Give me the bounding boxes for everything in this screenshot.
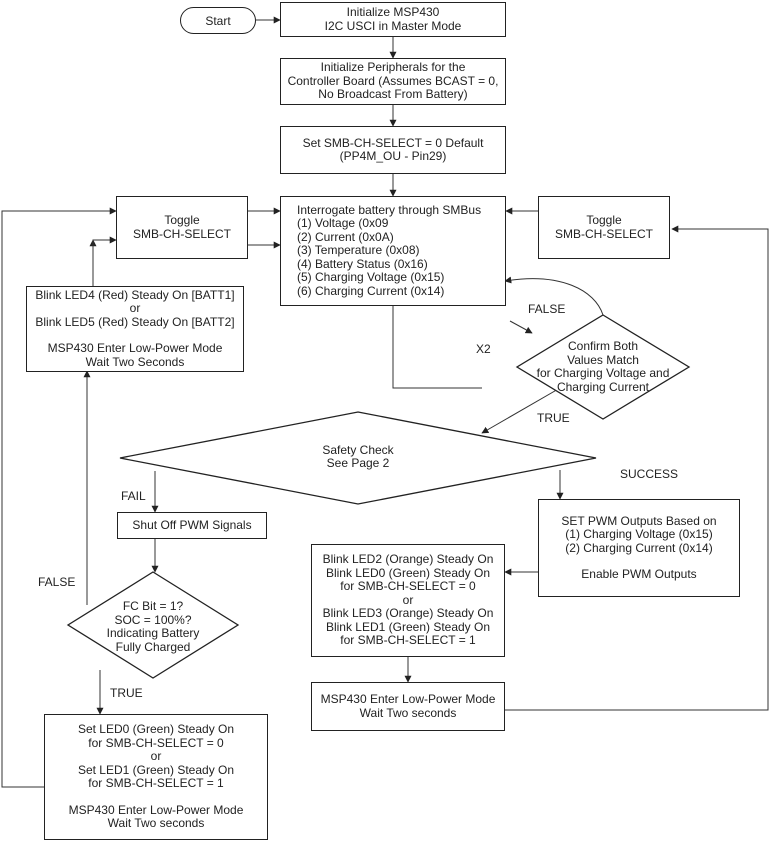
interrogate-line: (5) Charging Voltage (0x15) (297, 270, 445, 285)
label-x2: X2 (476, 342, 491, 356)
blink-orange-line: for SMB-CH-SELECT = 0 (340, 579, 476, 594)
blink-red-line: MSP430 Enter Low-Power Mode (47, 341, 223, 356)
blink-orange-line: for SMB-CH-SELECT = 1 (340, 633, 476, 648)
arrow-green-to-toggleleft (1, 207, 117, 788)
set-led-green-line: Set LED0 (Green) Steady On (77, 722, 235, 737)
label-false-fc: FALSE (38, 575, 76, 589)
set-pwm-line: SET PWM Outputs Based on (561, 513, 717, 528)
arrow-confirm-false-loop (504, 276, 604, 316)
blink-orange-line: Blink LED3 (Orange) Steady On (322, 606, 494, 621)
blink-orange-box: Blink LED2 (Orange) Steady On Blink LED0… (311, 544, 505, 657)
set-led-green-line: for SMB-CH-SELECT = 0 (88, 735, 224, 750)
set-led-green-line: or (150, 749, 162, 764)
low-power-right-line: Wait Two seconds (359, 705, 457, 720)
label-true-fc: TRUE (110, 686, 143, 700)
toggle-left-line: Toggle (164, 213, 200, 227)
blink-orange-line: or (402, 592, 414, 607)
set-led-green-line: for SMB-CH-SELECT = 1 (88, 776, 224, 791)
interrogate-line: (2) Current (0x0A) (297, 229, 394, 244)
safety-line: Safety Check (322, 442, 394, 457)
interrogate-line: (4) Battery Status (0x16) (297, 256, 428, 271)
decision-safety-shape (119, 411, 597, 505)
blink-orange-line: Blink LED1 (Green) Steady On (325, 619, 491, 634)
confirm-line: for Charging Voltage and (536, 366, 670, 380)
set-pwm-line: (2) Charging Current (0x14) (565, 540, 713, 555)
label-fail: FAIL (121, 489, 146, 503)
arrow-confirm-true-to-safety (481, 387, 561, 434)
low-power-right-box: MSP430 Enter Low-Power Mode Wait Two sec… (311, 682, 505, 731)
toggle-right-line: SMB-CH-SELECT (554, 226, 653, 241)
set-led-green-line: Set LED1 (Green) Steady On (77, 762, 235, 777)
decision-safety-text: Safety Check See Page 2 (280, 440, 436, 474)
decision-confirm-shape (515, 314, 691, 420)
set-pwm-line: (1) Charging Voltage (0x15) (565, 527, 713, 541)
decision-fcbit-text: FC Bit = 1? SOC = 100%? Indicating Batte… (83, 597, 223, 657)
blink-red-box: Blink LED4 (Red) Steady On [BATT1] or Bl… (26, 286, 244, 372)
toggle-right-box: Toggle SMB-CH-SELECT (538, 196, 670, 259)
interrogate-box: Interrogate battery through SMBus (1) Vo… (280, 196, 506, 306)
decision-fcbit-shape (66, 571, 240, 679)
confirm-line: Values Match (567, 352, 639, 367)
arrow-x2-to-confirm (509, 320, 533, 334)
blink-orange-line: Blink LED0 (Green) Steady On (325, 565, 491, 580)
set-led-green-line: Wait Two seconds (107, 816, 205, 831)
set-pwm-line: Enable PWM Outputs (581, 567, 697, 581)
interrogate-line: Interrogate battery through SMBus (297, 202, 482, 217)
label-success: SUCCESS (620, 467, 679, 481)
fcbit-line: Fully Charged (115, 639, 191, 654)
confirm-line: Confirm Both (567, 339, 639, 353)
blink-red-line: Wait Two Seconds (85, 354, 185, 369)
set-select-box: Set SMB-CH-SELECT = 0 Default (PP4M_OU -… (280, 126, 506, 174)
interrogate-line: (3) Temperature (0x08) (297, 243, 420, 258)
start-terminal: Start (180, 7, 256, 34)
arrow-lowpower-to-toggleright (505, 225, 769, 711)
interrogate-line: (6) Charging Current (0x14) (297, 283, 445, 298)
toggle-left-box: Toggle SMB-CH-SELECT (116, 196, 248, 259)
safety-line: See Page 2 (326, 456, 390, 470)
toggle-right-line: Toggle (586, 213, 622, 227)
blink-red-line: or (129, 301, 141, 316)
init-periph-box: Initialize Peripherals for the Controlle… (280, 58, 506, 105)
set-led-green-line: MSP430 Enter Low-Power Mode (68, 802, 244, 817)
blink-red-line: Blink LED4 (Red) Steady On [BATT1] (35, 287, 235, 302)
fcbit-line: Indicating Battery (106, 626, 200, 640)
fcbit-line: FC Bit = 1? (122, 599, 184, 613)
blink-red-line: Blink LED5 (Red) Steady On [BATT2] (35, 314, 235, 329)
init-msp-line: I2C USCI in Master Mode (324, 18, 462, 33)
shut-off-pwm-box: Shut Off PWM Signals (117, 512, 267, 539)
arrow-interrogate-to-confirm (392, 306, 482, 389)
toggle-left-line: SMB-CH-SELECT (132, 226, 231, 241)
set-select-line: (PP4M_OU - Pin29) (339, 149, 447, 163)
set-pwm-box: SET PWM Outputs Based on (1) Charging Vo… (538, 499, 740, 597)
confirm-line: Charging Current (556, 379, 650, 394)
decision-confirm-text: Confirm Both Values Match for Charging V… (523, 336, 683, 398)
shut-off-line: Shut Off PWM Signals (132, 517, 252, 532)
set-select-line: Set SMB-CH-SELECT = 0 Default (302, 135, 484, 150)
label-false-confirm: FALSE (528, 302, 566, 316)
init-periph-line: Controller Board (Assumes BCAST = 0, (287, 73, 499, 88)
init-msp-line: Initialize MSP430 (346, 5, 440, 19)
init-msp-box: Initialize MSP430 I2C USCI in Master Mod… (280, 2, 506, 37)
set-led-green-box: Set LED0 (Green) Steady On for SMB-CH-SE… (44, 714, 268, 840)
low-power-right-line: MSP430 Enter Low-Power Mode (320, 692, 496, 706)
arrow-red-feed-toggleleft (92, 236, 117, 286)
start-label: Start (205, 13, 231, 28)
fcbit-line: SOC = 100%? (114, 612, 192, 627)
label-true-confirm: TRUE (537, 411, 570, 425)
init-periph-line: No Broadcast From Battery) (318, 87, 468, 102)
init-periph-line: Initialize Peripherals for the (320, 60, 466, 75)
interrogate-line: (1) Voltage (0x09 (297, 216, 389, 231)
blink-orange-line: Blink LED2 (Orange) Steady On (322, 552, 494, 567)
